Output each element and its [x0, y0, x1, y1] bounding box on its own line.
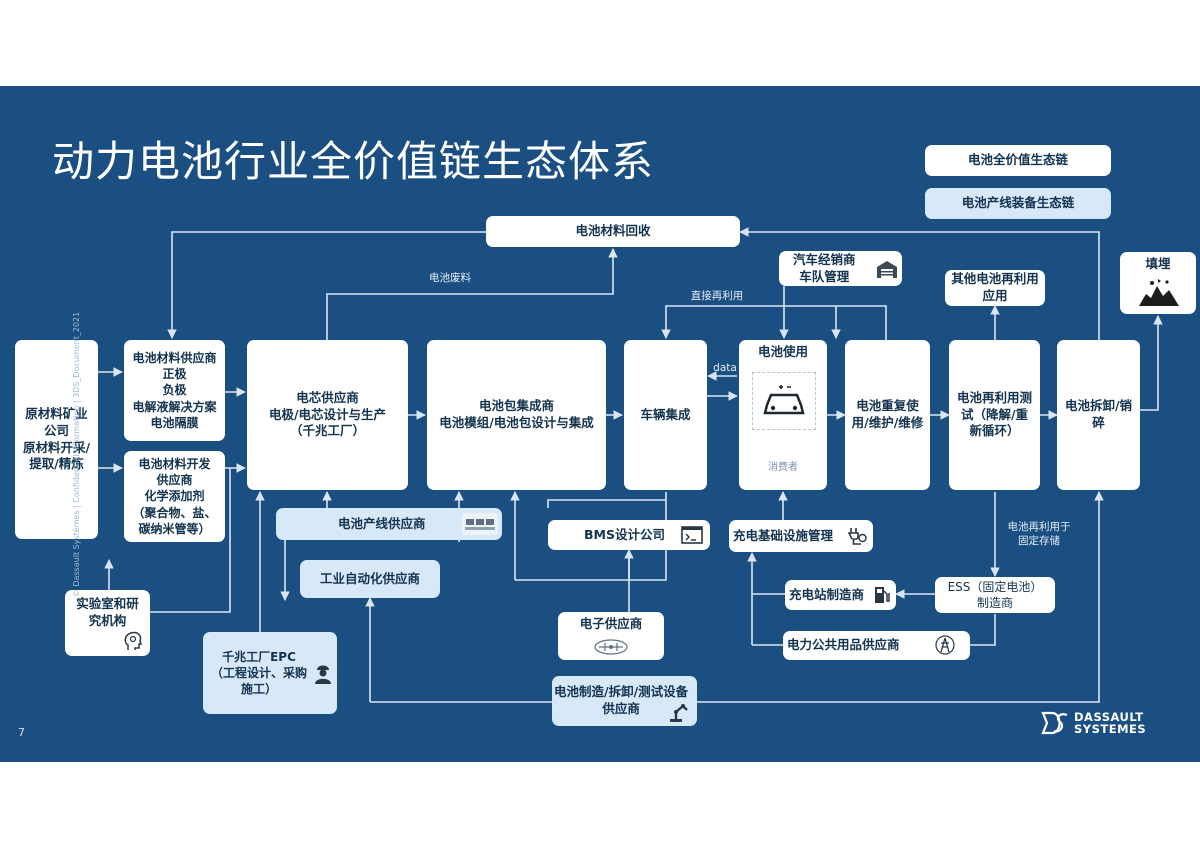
terminal-icon — [680, 525, 704, 545]
node-lab: 实验室和研 究机构 — [65, 590, 150, 656]
power-tower-icon — [934, 634, 956, 656]
node-recycle: 电池材料回收 — [486, 216, 740, 247]
node-material-supplier: 电池材料供应商 正极 负极 电解液解决方案 电池隔膜 — [124, 340, 225, 441]
node-usage-label: 电池使用 — [757, 344, 808, 359]
node-charger-maker: 充电站制造商 — [785, 580, 896, 610]
node-mining: 原材料矿业 公司 原材料开采/ 提取/精炼 — [15, 340, 98, 539]
node-consumer-label: 消费者 — [768, 462, 798, 473]
dassault-logo: DASSAULT SYSTEMES — [1040, 710, 1146, 736]
node-charging-mgmt-label: 充电基础设施管理 — [733, 527, 834, 543]
node-automation: 工业自动化供应商 — [300, 560, 440, 598]
node-usage: 电池使用 — [739, 340, 827, 490]
legend-equipment-chain: 电池产线装备生态链 — [925, 188, 1111, 219]
fuel-pump-icon — [872, 585, 892, 605]
node-electronics: 电子供应商 — [558, 612, 664, 660]
node-bms: BMS设计公司 — [548, 520, 710, 550]
node-reuse-maint: 电池重复使 用/维护/维修 — [845, 340, 930, 490]
usage-arrows — [661, 286, 887, 401]
main-chain-arrows — [98, 305, 1163, 473]
landfill-icon — [1138, 276, 1180, 308]
legend-value-chain: 电池全价值生态链 — [925, 145, 1111, 176]
node-dismantle: 电池拆卸/销 碎 — [1057, 340, 1140, 490]
node-ess: ESS（固定电池） 制造商 — [935, 577, 1055, 613]
node-lab-label: 实验室和研 究机构 — [76, 596, 139, 628]
head-gear-icon — [121, 630, 145, 652]
ds-logo-icon — [1041, 711, 1068, 735]
supplier-arrows — [255, 491, 1104, 703]
node-epc-label: 千兆工厂EPC （工程设计、采购 施工） — [211, 649, 308, 697]
node-utility-label: 电力公共用品供应商 — [787, 637, 900, 653]
plug-icon — [846, 525, 868, 547]
engineer-icon — [313, 662, 333, 684]
node-material-dev: 电池材料开发 供应商 化学添加剂 （聚合物、盐、 碳纳米管等） — [124, 451, 225, 542]
node-electronics-label: 电子供应商 — [579, 616, 643, 631]
label-stationary-storage: 电池再利用于 固定存储 — [1007, 521, 1071, 547]
label-direct-reuse: 直接再利用 — [690, 290, 744, 302]
recycle-loop — [167, 227, 1100, 340]
node-equipment-label: 电池制造/拆卸/测试设备 供应商 — [554, 684, 689, 716]
circuit-icon — [592, 637, 630, 657]
node-reuse-test: 电池再利用测 试（降解/重 新循环） — [949, 340, 1040, 490]
node-other-reuse: 其他电池再利用 应用 — [945, 270, 1045, 306]
node-landfill-label: 填埋 — [1145, 256, 1171, 271]
node-bms-label: BMS设计公司 — [584, 526, 665, 542]
logo-line-2: SYSTEMES — [1074, 722, 1147, 736]
charging-links — [747, 492, 1000, 646]
car-icon — [752, 372, 816, 430]
robot-arm-icon — [667, 700, 691, 724]
node-vehicle: 车辆集成 — [624, 340, 707, 490]
copyright-side-tag: © Dassault Systèmes | Confidential Infor… — [72, 311, 82, 598]
node-charging-mgmt: 充电基础设施管理 — [729, 520, 873, 552]
node-utility: 电力公共用品供应商 — [783, 631, 970, 660]
production-line-icon — [462, 513, 498, 535]
node-line-supplier-label: 电池产线供应商 — [338, 515, 426, 531]
node-cell: 电芯供应商 电极/电芯设计与生产 （千兆工厂） — [247, 340, 408, 490]
node-charger-maker-label: 充电站制造商 — [789, 586, 865, 602]
page-number: 7 — [18, 726, 25, 739]
label-waste: 电池废料 — [429, 272, 471, 284]
node-epc: 千兆工厂EPC （工程设计、采购 施工） — [203, 632, 337, 714]
node-dealer-label: 汽车经销商 车队管理 — [793, 251, 856, 284]
node-pack: 电池包集成商 电池模组/电池包设计与集成 — [427, 340, 606, 490]
garage-icon — [876, 259, 898, 279]
slide-title: 动力电池行业全价值链生态体系 — [52, 137, 655, 186]
label-data: data — [713, 362, 737, 374]
node-equipment: 电池制造/拆卸/测试设备 供应商 — [552, 676, 697, 726]
logo-line-1: DASSAULT — [1074, 709, 1144, 724]
